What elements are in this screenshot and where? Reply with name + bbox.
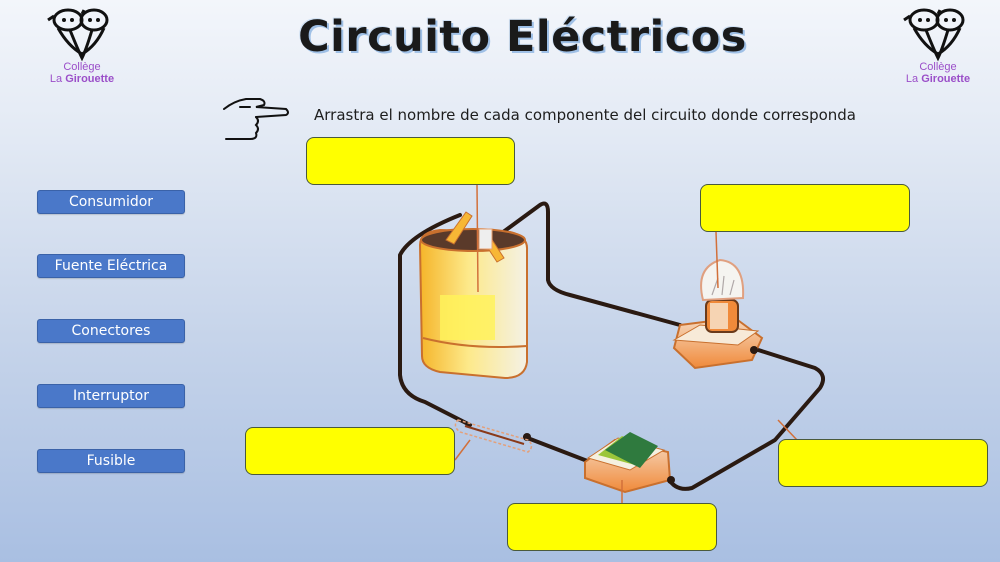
logo-girouette: Girouette <box>65 73 115 85</box>
children-faces-icon <box>903 8 965 62</box>
logo-line1: Collège <box>919 61 957 73</box>
drop-zone-battery[interactable] <box>306 137 515 185</box>
battery-icon <box>418 211 529 380</box>
page-title: Circuito Eléctricos <box>298 12 747 62</box>
logo-line1: Collège <box>63 61 101 73</box>
drop-zone-bulb[interactable] <box>700 184 910 232</box>
label-interruptor[interactable]: Interruptor <box>37 384 185 408</box>
label-consumidor[interactable]: Consumidor <box>37 190 185 214</box>
drop-zone-switch[interactable] <box>507 503 717 551</box>
drop-zone-fuse[interactable] <box>245 427 455 475</box>
college-logo-right: Collège La Girouette <box>878 6 998 91</box>
logo-la: La <box>905 73 922 85</box>
drop-zone-wire[interactable] <box>778 439 988 487</box>
fuse-icon <box>454 419 533 453</box>
label-fusible[interactable]: Fusible <box>37 449 185 473</box>
pointing-hand-icon <box>223 98 289 140</box>
logo-line2: La Girouette <box>22 73 142 85</box>
logo-girouette: Girouette <box>921 73 971 85</box>
switch-icon <box>584 432 675 494</box>
children-faces-icon <box>47 8 109 62</box>
label-fuente-electrica[interactable]: Fuente Eléctrica <box>37 254 185 278</box>
label-conectores[interactable]: Conectores <box>37 319 185 343</box>
logo-la: La <box>49 73 66 85</box>
lightbulb-icon <box>672 258 764 370</box>
college-logo-left: Collège La Girouette <box>22 6 142 91</box>
logo-line2: La Girouette <box>878 73 998 85</box>
instruction-text: Arrastra el nombre de cada componente de… <box>314 106 856 124</box>
